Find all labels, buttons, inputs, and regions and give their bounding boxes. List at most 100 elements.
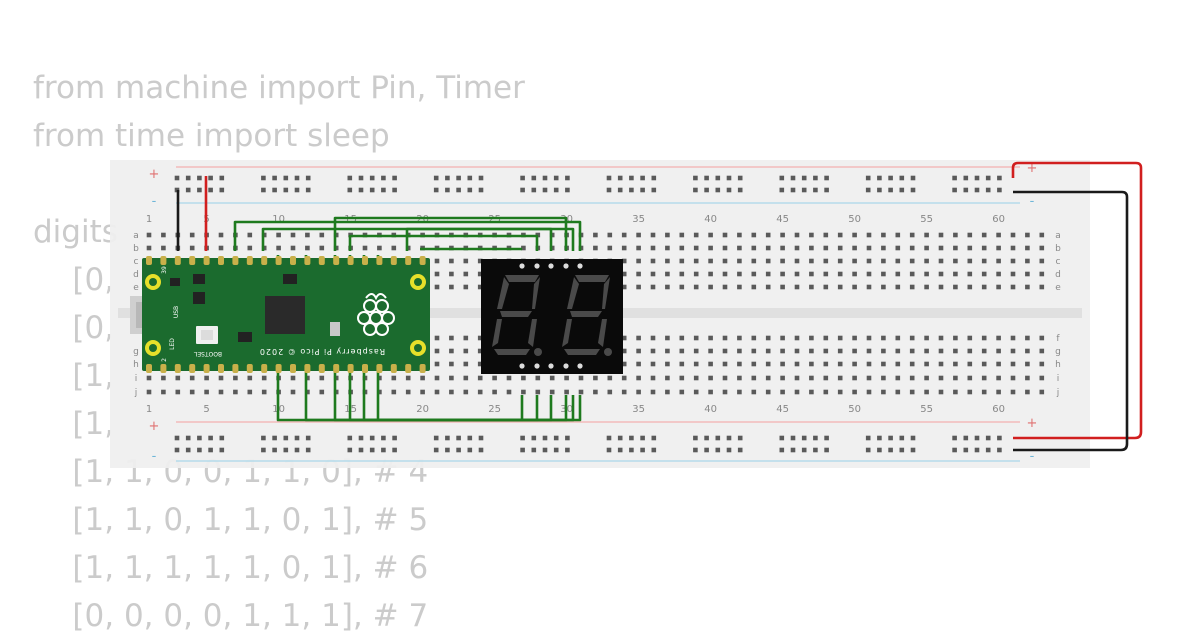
breadboard-hole (665, 375, 670, 381)
breadboard-hole (463, 335, 469, 341)
segment (528, 319, 537, 347)
breadboard-hole (693, 335, 699, 341)
breadboard-hole (895, 271, 901, 277)
breadboard-hole (377, 245, 382, 251)
breadboard-hole (924, 245, 929, 251)
rail-hole (813, 447, 818, 453)
breadboard-hole (794, 348, 800, 354)
rail-hole (553, 447, 559, 453)
rail-hole (617, 447, 623, 453)
rail-minus-label: - (1030, 194, 1035, 209)
breadboard-hole (823, 258, 829, 264)
rail-hole (197, 175, 202, 181)
rail-hole (392, 435, 397, 441)
rail-hole (433, 175, 439, 181)
row-letter: f (1056, 334, 1060, 344)
breadboard-hole (679, 375, 685, 381)
breadboard-hole (679, 284, 685, 290)
breadboard-hole (161, 245, 166, 251)
breadboard-hole (809, 284, 814, 290)
rail-hole (899, 187, 905, 193)
breadboard-hole (693, 361, 699, 367)
column-number: 50 (848, 214, 861, 225)
rail-hole (392, 447, 397, 453)
rail-hole (531, 435, 537, 441)
breadboard-hole (650, 361, 656, 367)
breadboard-hole (621, 348, 627, 354)
code-line: [0, (33, 262, 115, 298)
breadboard-hole (665, 232, 670, 238)
breadboard-hole (852, 271, 857, 277)
breadboard-hole (751, 389, 757, 395)
breadboard-hole (564, 375, 569, 381)
breadboard-hole (953, 271, 958, 277)
rail-hole (197, 435, 202, 441)
breadboard-hole (924, 258, 929, 264)
green-wire (348, 234, 539, 251)
breadboard-hole (837, 284, 843, 290)
rail-hole (997, 435, 1002, 441)
row-letter: e (133, 283, 139, 293)
row-letter: i (1057, 374, 1060, 384)
breadboard-hole (1039, 375, 1045, 381)
breadboard-hole (996, 258, 1001, 264)
pico-pin (218, 256, 224, 265)
breadboard-hole (938, 389, 944, 395)
rail-hole (629, 435, 634, 441)
breadboard-hole (881, 258, 886, 264)
breadboard-hole (679, 348, 685, 354)
rail-hole (985, 175, 991, 181)
pico-pin (189, 364, 196, 373)
breadboard-hole (665, 258, 670, 264)
breadboard-hole (953, 375, 958, 381)
breadboard-hole (463, 389, 469, 395)
breadboard-hole (391, 389, 397, 395)
rail-hole (801, 175, 807, 181)
rail-hole (392, 187, 397, 193)
breadboard-hole (981, 232, 987, 238)
breadboard-hole (665, 284, 670, 290)
breadboard-hole (434, 258, 440, 264)
breadboard-hole (449, 335, 454, 341)
rail-hole (553, 175, 559, 181)
column-number: 25 (488, 214, 501, 225)
rail-hole (478, 175, 484, 181)
pico-pin (419, 364, 426, 373)
breadboard-hole (909, 361, 915, 367)
breadboard-hole (780, 375, 785, 381)
rail-hole (219, 187, 225, 193)
pico-pin (390, 364, 397, 373)
breadboard-hole (780, 271, 785, 277)
breadboard-hole (708, 348, 713, 354)
breadboard-hole (765, 284, 771, 290)
breadboard-hole (218, 232, 224, 238)
rail-hole (790, 447, 796, 453)
breadboard-hole (146, 245, 152, 251)
breadboard-hole (405, 389, 411, 395)
breadboard-hole (866, 361, 872, 367)
breadboard-hole (737, 245, 742, 251)
rail-hole (704, 175, 709, 181)
breadboard-hole (794, 361, 800, 367)
breadboard-hole (233, 389, 238, 395)
breadboard-hole (837, 258, 843, 264)
rail-minus-label: - (152, 449, 157, 464)
segment (567, 277, 579, 309)
breadboard-hole (621, 375, 627, 381)
breadboard-hole (1039, 258, 1045, 264)
breadboard-hole (996, 348, 1001, 354)
breadboard-hole (1039, 245, 1045, 251)
breadboard-hole (521, 245, 526, 251)
rail-hole (824, 175, 829, 181)
breadboard-hole (895, 389, 901, 395)
segment (602, 277, 610, 309)
chip-component (193, 292, 205, 304)
breadboard-hole (780, 232, 785, 238)
rail-hole (347, 447, 353, 453)
breadboard-hole (607, 389, 613, 395)
rail-hole (478, 435, 484, 441)
rail-hole (715, 447, 721, 453)
breadboard-hole (650, 232, 656, 238)
breadboard-hole (722, 348, 728, 354)
breadboard-hole (737, 375, 742, 381)
